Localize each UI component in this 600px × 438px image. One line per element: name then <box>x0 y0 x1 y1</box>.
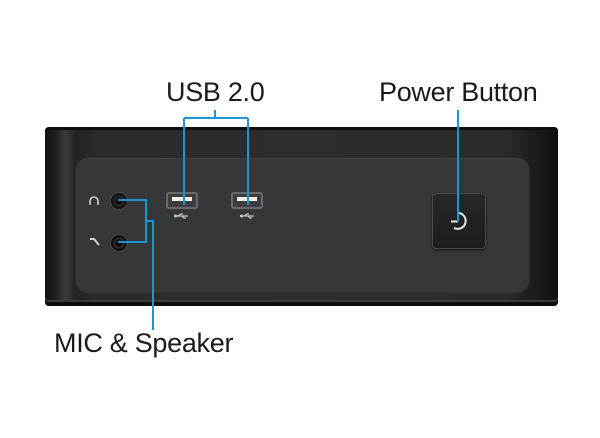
usb-port-2[interactable] <box>231 192 263 209</box>
usb-icon <box>174 213 190 221</box>
power-button[interactable] <box>432 193 486 249</box>
usb-port-1[interactable] <box>166 192 198 209</box>
microphone-jack[interactable] <box>110 234 128 252</box>
usb-2-0-label: USB 2.0 <box>166 77 265 107</box>
microphone-icon <box>89 237 101 250</box>
headphone-jack[interactable] <box>110 192 128 210</box>
mic-speaker-label: MIC & Speaker <box>54 328 234 358</box>
usb-icon <box>240 213 256 221</box>
power-button-label: Power Button <box>379 77 538 107</box>
power-icon <box>447 209 471 238</box>
headphone-icon <box>88 196 100 209</box>
